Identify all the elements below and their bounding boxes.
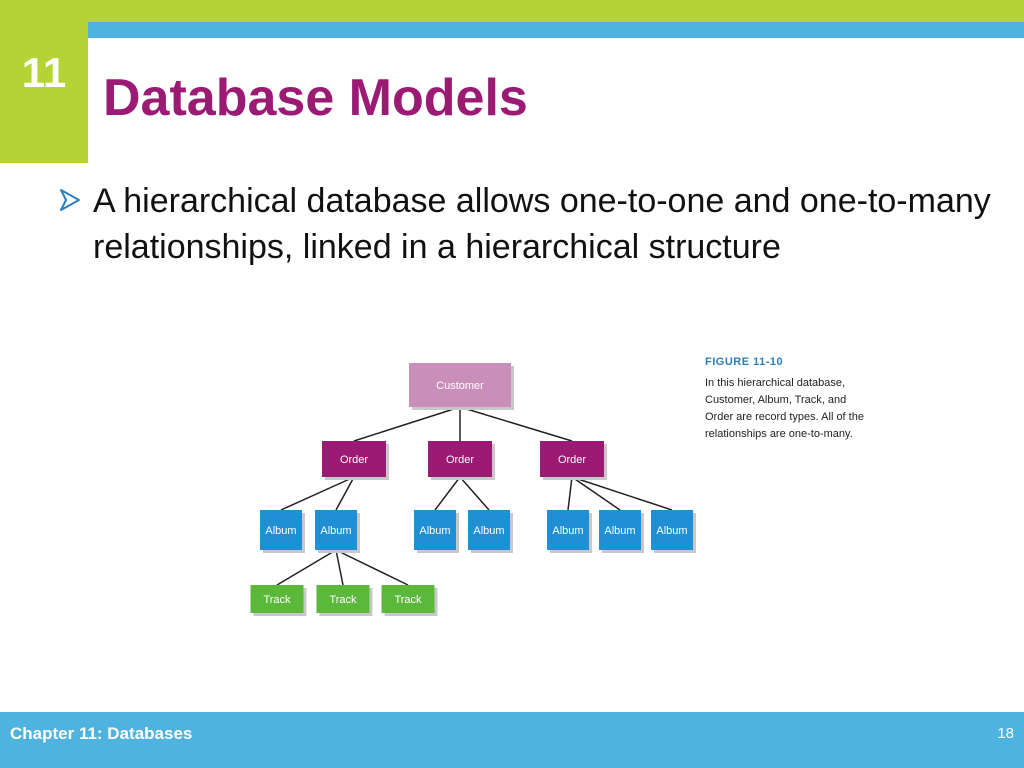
chapter-block: [0, 22, 88, 163]
node-customer: Customer: [409, 363, 514, 410]
node-box: [316, 585, 370, 613]
slide-title: Database Models: [103, 69, 528, 127]
node-label: Customer: [436, 380, 484, 392]
node-box: [409, 363, 511, 407]
node-label: Order: [558, 454, 586, 466]
diagram-edges: [276, 406, 673, 586]
node-track1: Track: [250, 585, 307, 616]
node-order1: Order: [322, 441, 389, 480]
edge-order1-album2: [335, 476, 355, 511]
node-album6: Album: [599, 510, 644, 553]
node-box: [260, 510, 302, 550]
top-accent-band: [0, 0, 1024, 22]
node-label: Album: [265, 525, 296, 537]
node-label: Album: [604, 525, 635, 537]
node-album5: Album: [547, 510, 592, 553]
figure-caption-text: In this hierarchical database, Customer,…: [705, 377, 864, 440]
edge-album2-track2: [335, 549, 344, 586]
node-album7: Album: [651, 510, 696, 553]
node-box: [250, 585, 304, 613]
arrow-bullet-icon: [60, 189, 80, 211]
node-label: Order: [340, 454, 368, 466]
node-box: [599, 510, 641, 550]
node-box: [540, 441, 604, 477]
node-label: Album: [656, 525, 687, 537]
edge-customer-order3: [459, 406, 573, 442]
node-order2: Order: [428, 441, 495, 480]
footer-bar: [0, 712, 1024, 768]
edge-order1-album1: [280, 476, 355, 511]
edge-order3-album7: [571, 476, 673, 511]
node-box: [315, 510, 357, 550]
bullet-text: A hierarchical database allows one-to-on…: [93, 182, 991, 266]
node-box: [322, 441, 386, 477]
node-album3: Album: [414, 510, 459, 553]
node-box: [651, 510, 693, 550]
node-order3: Order: [540, 441, 607, 480]
node-label: Order: [446, 454, 474, 466]
node-track3: Track: [381, 585, 438, 616]
node-label: Album: [320, 525, 351, 537]
node-album2: Album: [315, 510, 360, 553]
node-album4: Album: [468, 510, 513, 553]
figure-caption: FIGURE 11-10 In this hierarchical databa…: [705, 355, 875, 443]
node-label: Track: [329, 594, 357, 606]
node-label: Album: [473, 525, 504, 537]
chapter-number: 11: [21, 49, 67, 96]
edge-album2-track3: [335, 549, 409, 586]
node-box: [414, 510, 456, 550]
edge-order2-album4: [459, 476, 490, 511]
node-label: Track: [394, 594, 422, 606]
node-track2: Track: [316, 585, 373, 616]
node-label: Album: [552, 525, 583, 537]
footer-chapter-title: Chapter 11: Databases: [10, 724, 193, 743]
edge-order3-album5: [567, 476, 573, 511]
edge-order2-album3: [434, 476, 461, 511]
figure-label: FIGURE 11-10: [705, 356, 784, 368]
node-box: [381, 585, 435, 613]
top-blue-stripe: [88, 22, 1024, 38]
node-album1: Album: [260, 510, 305, 553]
edge-album2-track1: [276, 549, 337, 586]
node-box: [547, 510, 589, 550]
edge-order3-album6: [571, 476, 621, 511]
node-box: [428, 441, 492, 477]
page-number: 18: [997, 725, 1014, 742]
node-label: Track: [263, 594, 291, 606]
node-box: [468, 510, 510, 550]
node-label: Album: [419, 525, 450, 537]
edge-customer-order1: [353, 406, 461, 442]
